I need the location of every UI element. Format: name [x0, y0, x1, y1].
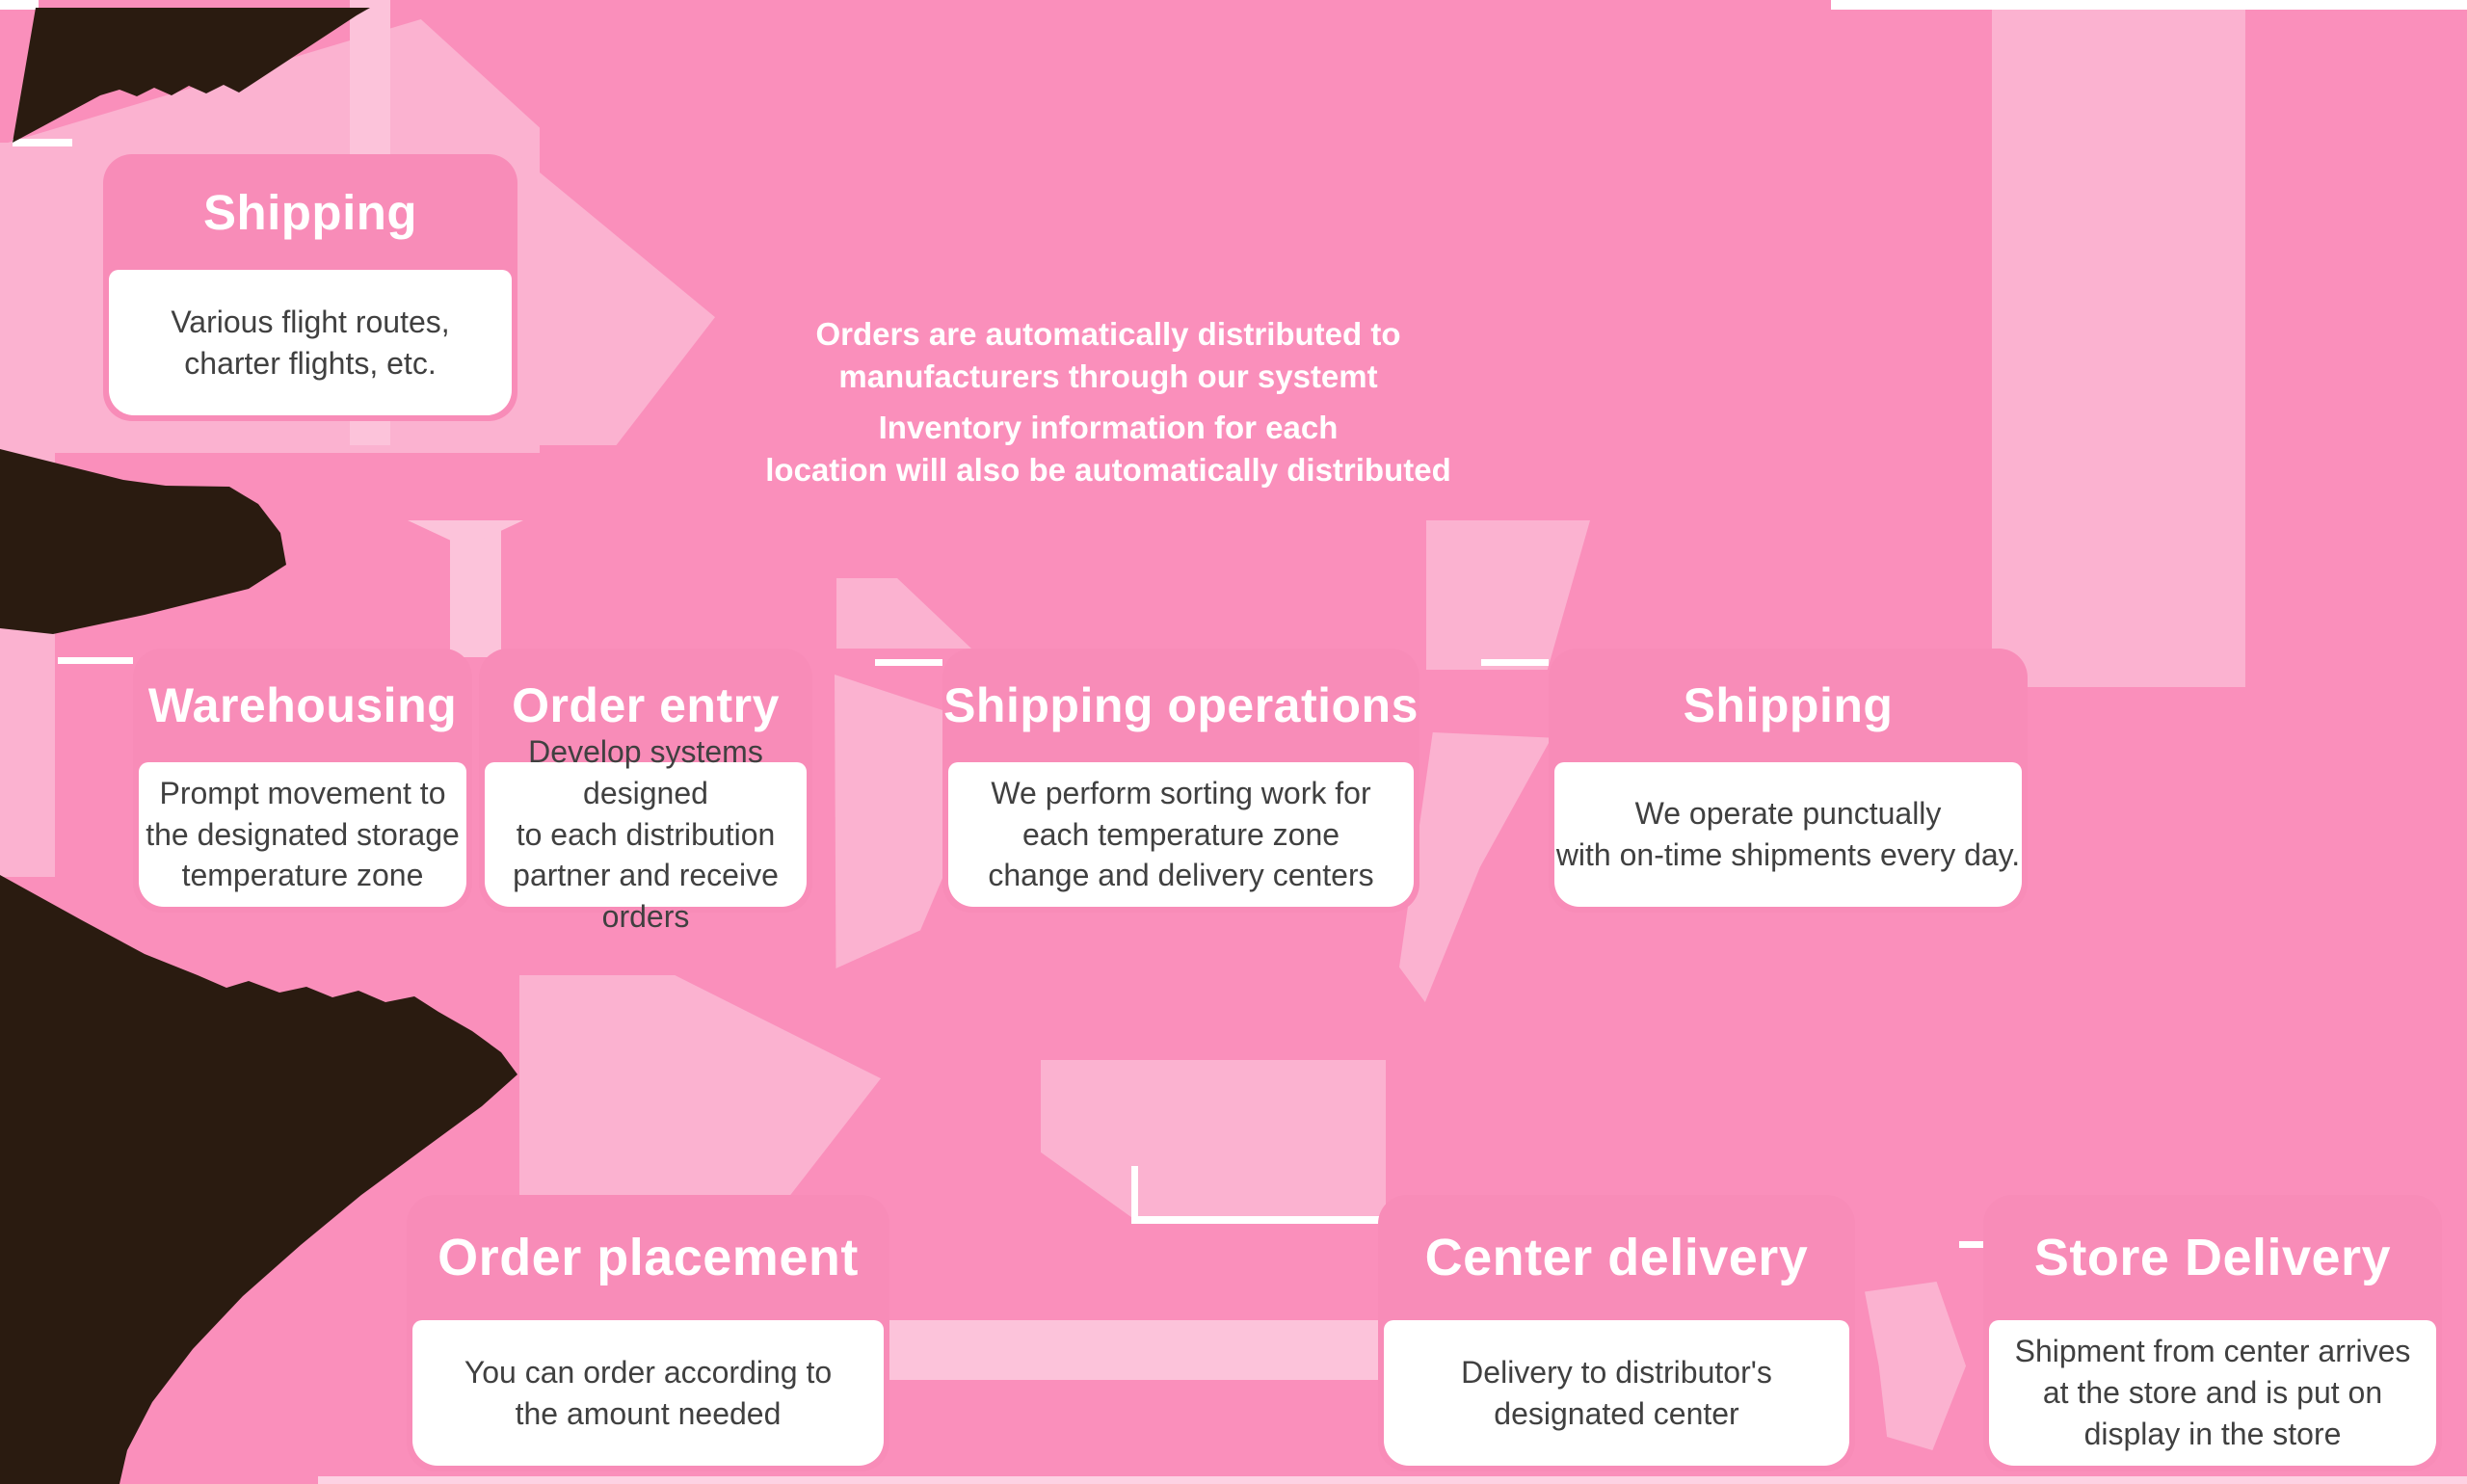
dark-silhouette-bottom-left [0, 875, 517, 1484]
card-order-placement: Order placement You can order according … [407, 1195, 889, 1471]
center-note: Orders are automatically distributed to … [665, 313, 1552, 500]
bottom-edge-strip [318, 1476, 2467, 1484]
card-title: Store Delivery [2033, 1229, 2392, 1286]
card-title: Shipping [202, 184, 418, 240]
card-body: Develop systems designed to each distrib… [485, 734, 807, 934]
background-patch [1041, 1060, 1386, 1219]
card-title: Order entry [512, 678, 780, 732]
connector-dash [58, 657, 133, 664]
connector-line [1131, 1216, 1388, 1224]
card-shipping-operations: Shipping operations We perform sorting w… [942, 649, 1419, 913]
card-title: Shipping operations [943, 678, 1419, 732]
card-body: We perform sorting work for each tempera… [948, 762, 1414, 907]
connector-dash [1481, 659, 1549, 666]
center-note-paragraph: Inventory information for each location … [765, 410, 1451, 488]
card-body: You can order according to the amount ne… [412, 1320, 884, 1466]
card-title: Warehousing [147, 678, 458, 732]
top-edge-strip [1831, 0, 2467, 10]
card-center-delivery: Center delivery Delivery to distributor'… [1378, 1195, 1855, 1471]
connector-dash [13, 139, 72, 146]
card-shipping-air: Shipping Various flight routes, charter … [103, 154, 517, 421]
card-store-delivery: Store Delivery Shipment from center arri… [1983, 1195, 2442, 1471]
background-patch [1992, 8, 2245, 687]
card-body: Various flight routes, charter flights, … [109, 270, 512, 415]
card-body: Shipment from center arrives at the stor… [1989, 1320, 2436, 1466]
top-edge-strip [0, 0, 39, 10]
center-note-paragraph: Orders are automatically distributed to … [815, 316, 1401, 394]
card-shipping: Shipping We operate punctually with on-t… [1549, 649, 2028, 913]
background-patch [887, 1320, 1426, 1380]
card-title: Center delivery [1424, 1229, 1809, 1286]
connector-line [1131, 1166, 1138, 1222]
connector-dash [875, 659, 942, 666]
card-body: We operate punctually with on-time shipm… [1554, 762, 2022, 907]
card-title: Shipping [1683, 678, 1894, 732]
card-warehousing: Warehousing Prompt movement to the desig… [133, 649, 472, 913]
card-title: Order placement [438, 1229, 859, 1286]
dark-silhouette-top-left [13, 8, 370, 143]
card-body: Delivery to distributor's designated cen… [1384, 1320, 1849, 1466]
card-order-entry: Order entry Develop systems designed to … [479, 649, 812, 934]
dark-silhouette-mid-left [0, 449, 286, 634]
card-body: Prompt movement to the designated storag… [139, 762, 466, 907]
